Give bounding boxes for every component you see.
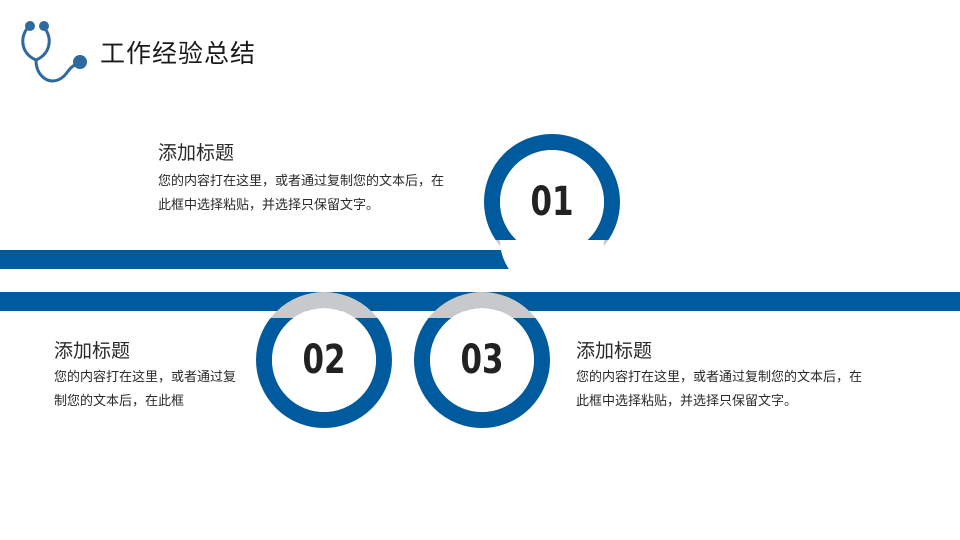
step-ring-02: 02 — [254, 290, 394, 430]
step-ring-01: 01 — [482, 132, 622, 272]
step-number: 01 — [530, 179, 574, 225]
stethoscope-icon — [16, 18, 92, 88]
item-body-01: 您的内容打在这里，或者通过复制您的文本后，在此框中选择粘贴，并选择只保留文字。 — [158, 174, 445, 213]
page-title: 工作经验总结 — [100, 39, 257, 68]
step-ring-03: 03 — [412, 290, 552, 430]
item-title-01: 添加标题 — [158, 142, 235, 164]
step-number: 03 — [460, 337, 504, 383]
timeline-band-upper — [0, 250, 560, 269]
item-body-02: 您的内容打在这里，或者通过复制您的文本后，在此框 — [54, 370, 237, 409]
item-title-03: 添加标题 — [576, 340, 653, 362]
item-body-03: 您的内容打在这里，或者通过复制您的文本后，在此框中选择粘贴，并选择只保留文字。 — [576, 370, 863, 409]
step-number: 02 — [302, 337, 346, 383]
item-title-02: 添加标题 — [54, 340, 131, 362]
